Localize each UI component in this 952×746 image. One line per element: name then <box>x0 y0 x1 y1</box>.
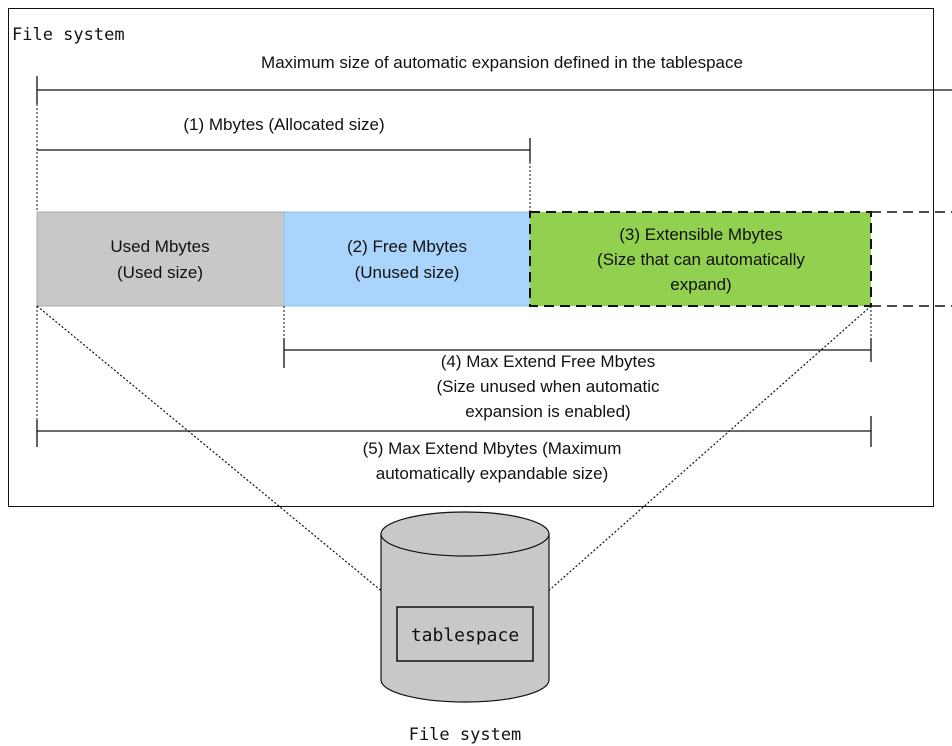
extensible-segment <box>529 211 872 307</box>
extensible-label-line2: (Size that can automatically <box>597 250 805 269</box>
projection-line-left <box>36 305 385 594</box>
max-extend-label-line1: (5) Max Extend Mbytes (Maximum <box>363 439 622 458</box>
used-segment <box>36 211 285 307</box>
allocated-label: (1) Mbytes (Allocated size) <box>183 115 384 134</box>
cylinder-caption: File system <box>409 725 522 745</box>
file-system-cylinder: tablespace <box>380 511 550 703</box>
max-extend-free-label-line2: (Size unused when automatic <box>436 377 660 396</box>
used-label-line2: (Used size) <box>117 263 203 282</box>
max-extend-free-label-line1: (4) Max Extend Free Mbytes <box>441 352 655 371</box>
used-label-line1: Used Mbytes <box>110 237 209 256</box>
free-label-line1: (2) Free Mbytes <box>347 237 467 256</box>
max-extend-label-line2: automatically expandable size) <box>376 464 608 483</box>
cylinder-top <box>380 511 550 557</box>
cylinder-body <box>380 533 550 703</box>
extensible-label-line3: expand) <box>670 275 731 294</box>
max-extend-free-label-line3: expansion is enabled) <box>465 402 630 421</box>
free-segment <box>283 211 531 307</box>
frame-label: File system <box>12 25 125 45</box>
max-auto-expansion-label: Maximum size of automatic expansion defi… <box>261 53 743 72</box>
extensible-label-line1: (3) Extensible Mbytes <box>619 225 782 244</box>
tablespace-box <box>396 606 534 662</box>
tablespace-label: tablespace <box>411 625 519 646</box>
file-system-frame <box>8 8 934 507</box>
free-label-line2: (Unused size) <box>355 263 460 282</box>
projection-line-right <box>545 305 872 594</box>
